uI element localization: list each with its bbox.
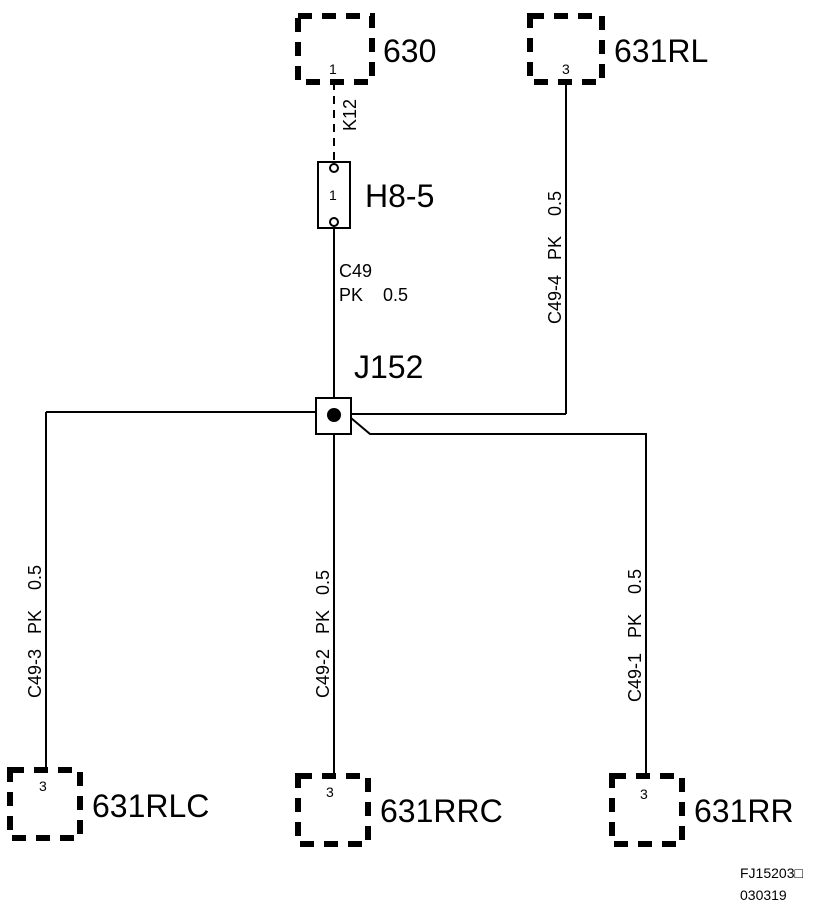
wire-c49-3-label: C49-3 PK 0.5: [25, 565, 45, 698]
wire-c49-1-label: C49-1 PK 0.5: [625, 569, 645, 702]
fuse-terminal-top: [329, 163, 339, 173]
connector-631rl-label: 631RL: [614, 33, 708, 69]
connector-631rr-pin: 3: [640, 786, 648, 802]
connector-631rl-pin: 3: [562, 61, 570, 77]
connector-631rrc-label: 631RRC: [380, 793, 503, 829]
connector-631rr-box: [609, 773, 685, 847]
connector-630-pin: 1: [329, 61, 337, 77]
fuse-terminal-bottom: [329, 217, 339, 227]
wire-c49-1-route: [350, 417, 647, 776]
connector-631rlc-label: 631RLC: [92, 788, 209, 824]
connector-631rrc-pin: 3: [326, 784, 334, 800]
wire-k12-label: K12: [340, 99, 360, 131]
fuse-label: H8-5: [365, 178, 434, 214]
connector-631rrc-box: [295, 773, 371, 847]
splice-node: [327, 408, 341, 422]
connector-631rlc-box: [7, 767, 83, 841]
splice-label: J152: [354, 349, 423, 385]
connector-631rr-label: 631RR: [694, 793, 794, 829]
connector-630-label: 630: [383, 33, 436, 69]
connector-631rlc-pin: 3: [39, 778, 47, 794]
date-code: 030319: [740, 887, 787, 903]
figure-id: FJ15203□: [740, 865, 803, 881]
wire-c49-2-label: C49-2 PK 0.5: [313, 570, 333, 698]
wire-c49-4-label: C49-4 PK 0.5: [545, 191, 565, 324]
wire-c49-color-size: PK 0.5: [339, 285, 408, 305]
wire-c49-circuit: C49: [339, 261, 372, 281]
fuse-pin: 1: [329, 187, 337, 203]
